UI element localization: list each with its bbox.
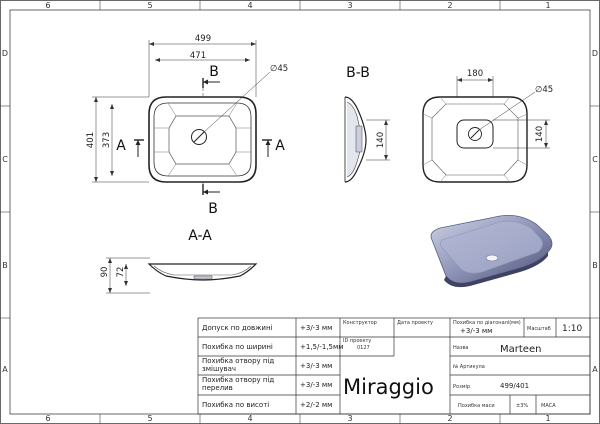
- brand-logo: Miraggio: [343, 375, 434, 399]
- constructor-label: Конструктор: [343, 320, 377, 326]
- zone-bottom-2: 2: [447, 414, 452, 423]
- tolerance-table: Допуск по довжині +3/-3 мм Похибка по ши…: [202, 324, 344, 409]
- zone-right-C: C: [592, 155, 598, 164]
- scale-value: 1:10: [562, 324, 582, 334]
- zone-right-A: A: [592, 365, 598, 374]
- section-aa-dim-inner: 72: [116, 267, 126, 278]
- tolerance-value-2: +1,5/-1,5мм: [300, 343, 344, 351]
- name-label: Назва: [453, 345, 469, 351]
- zone-bottom-4: 4: [247, 414, 252, 423]
- zone-left-A: A: [2, 365, 8, 374]
- section-bb-title: B-B: [346, 65, 370, 81]
- tolerance-value-4: +3/-3 мм: [300, 381, 332, 389]
- section-bb: B-B 140: [344, 65, 390, 183]
- top-view: 499 471 401 373 ∅45: [86, 34, 288, 217]
- tolerance-label-1: Допуск по довжині: [202, 324, 273, 332]
- mass-error-label: Похибка маси: [458, 403, 495, 409]
- title-block: [197, 317, 591, 415]
- section-aa-dim-total: 90: [100, 267, 110, 278]
- zone-left-C: C: [2, 155, 8, 164]
- cut-label-a-left: A: [116, 138, 126, 154]
- diag-error-label: Похибка по діагоналі(мм): [453, 320, 521, 326]
- project-id-label: ID проекту: [343, 338, 371, 344]
- title-block-fields: Конструктор Дата проекту ID проекту 0127…: [343, 320, 582, 409]
- mass-label: МАСА: [541, 403, 556, 409]
- zone-top-6: 6: [45, 1, 50, 10]
- zone-right-D: D: [592, 49, 598, 58]
- cut-label-b-bottom: B: [208, 201, 218, 217]
- tolerance-value-5: +2/-2 мм: [300, 401, 332, 409]
- dim-inner-depth: 373: [102, 132, 112, 148]
- name-value: Marteen: [500, 344, 541, 355]
- mass-error-value: ±3%: [516, 403, 528, 409]
- basin-3d-render: [430, 214, 553, 288]
- zone-top-5: 5: [147, 1, 152, 10]
- zone-top-3: 3: [347, 1, 352, 10]
- section-aa: A-A 90 72: [100, 228, 258, 294]
- scale-label: Масштаб: [527, 326, 551, 332]
- section-aa-title: A-A: [188, 228, 212, 244]
- zone-bottom-3: 3: [347, 414, 352, 423]
- zone-top-1: 1: [545, 1, 550, 10]
- zone-bottom-6: 6: [45, 414, 50, 423]
- section-bb-dim-height: 140: [376, 132, 386, 148]
- size-label: Розмір: [453, 384, 470, 390]
- project-id-value: 0127: [357, 345, 370, 351]
- zone-bottom-5: 5: [147, 414, 152, 423]
- diag-error-value: +3/-3 мм: [460, 327, 492, 335]
- zone-top-2: 2: [447, 1, 452, 10]
- tolerance-value-3: +3/-3 мм: [300, 362, 332, 370]
- zone-top-4: 4: [247, 1, 252, 10]
- tolerance-label-2: Похибка по ширині: [202, 343, 273, 351]
- bottom-view-dim-width: 180: [467, 69, 483, 79]
- cut-label-b-top: B: [209, 64, 219, 80]
- size-value: 499/401: [500, 382, 529, 390]
- zone-right-B: B: [592, 261, 598, 270]
- tolerance-value-1: +3/-3 мм: [300, 324, 332, 332]
- dim-overall-width: 499: [195, 34, 211, 44]
- bottom-view-drain-diameter: ∅45: [535, 85, 553, 95]
- dim-inner-width: 471: [190, 51, 206, 61]
- project-date-label: Дата проекту: [397, 320, 433, 326]
- bottom-view: 180 ∅45 140: [422, 69, 553, 183]
- zone-bottom-1: 1: [545, 414, 550, 423]
- tolerance-label-5: Похибка по висоті: [202, 401, 269, 409]
- drain-diameter: ∅45: [270, 64, 288, 74]
- dim-overall-depth: 401: [86, 132, 96, 148]
- basin-facet-lines: [154, 102, 251, 177]
- zone-left-B: B: [2, 261, 8, 270]
- cut-label-a-right: A: [275, 138, 285, 154]
- zone-left-D: D: [2, 49, 8, 58]
- bottom-view-dim-height: 140: [535, 126, 545, 142]
- article-label: № Артикула: [453, 364, 485, 370]
